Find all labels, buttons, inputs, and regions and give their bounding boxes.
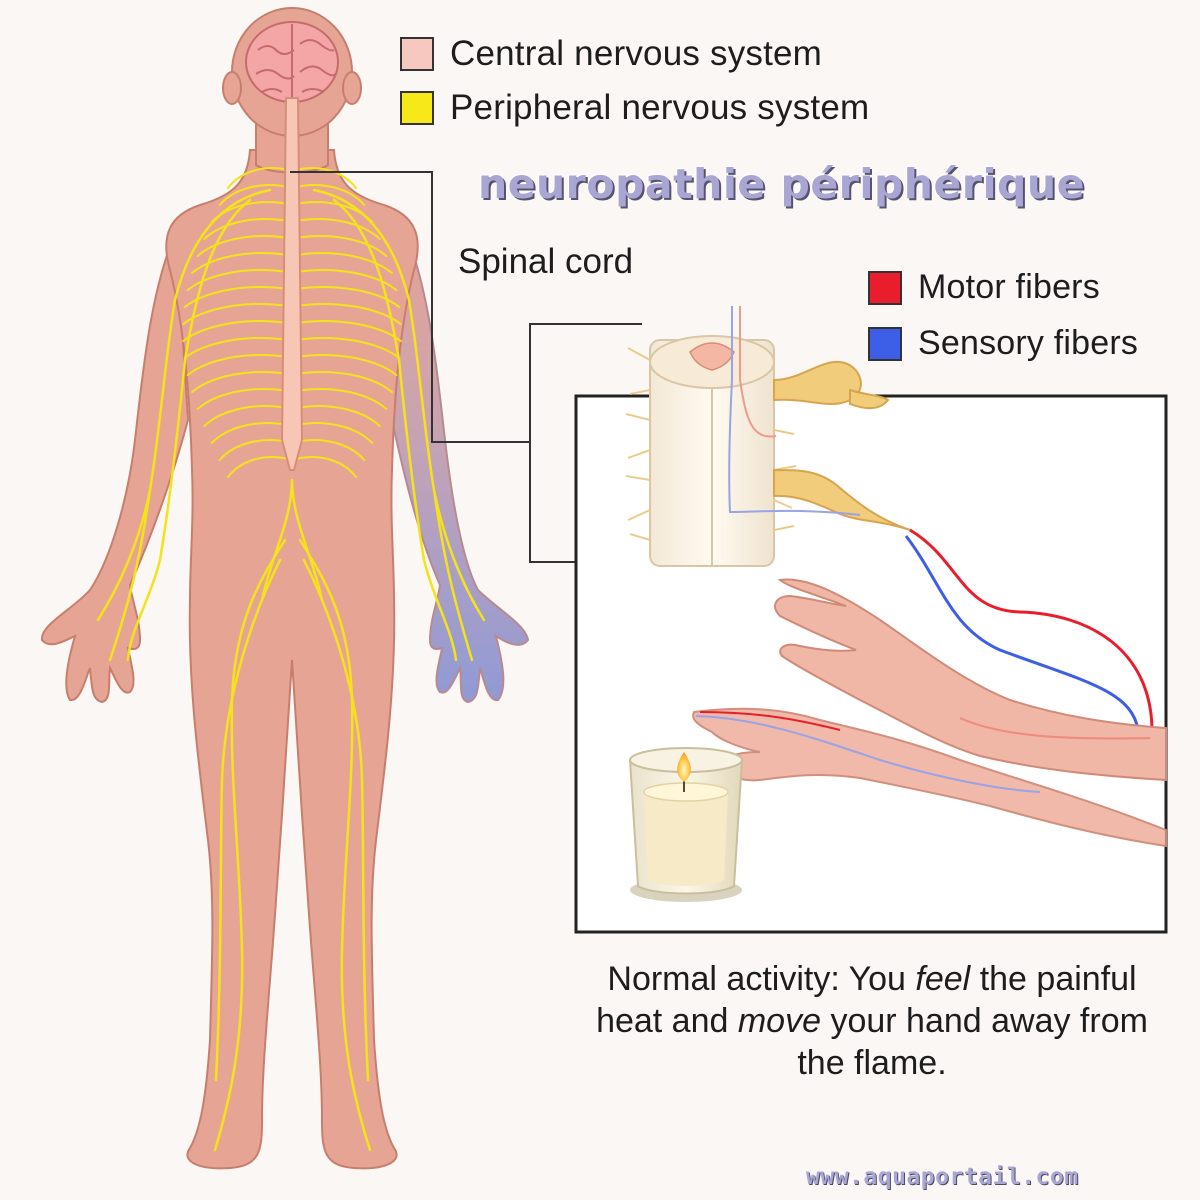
legend-sensory-label: Sensory fibers [918,324,1139,362]
rib-nerve-right [295,439,366,461]
right-arm-numb [390,231,530,704]
rib-nerve-left [191,371,289,393]
legend-motor: Motor fibers [868,268,1100,307]
left-arm [40,231,190,704]
motor-fiber-path [909,528,1154,729]
legend-cns-swatch [400,37,434,71]
rib-nerve-right [295,167,357,189]
legend-pns: Peripheral nervous system [400,88,869,128]
spinal-cord-connector-line [290,171,530,443]
reflex-caption: Normal activity: You feel the painful he… [578,958,1166,1084]
rib-nerve-right [295,201,374,223]
legend-motor-swatch [868,270,902,305]
spinal-cord-label: Spinal cord [458,242,634,281]
spinal-cord-body [280,97,304,471]
caption-text-3: your hand away from the flame. [797,1002,1148,1082]
rib-nerve-left [203,218,289,240]
rib-nerve-right [295,405,381,427]
peripheral-nerves [96,188,486,1152]
rib-nerve-left [182,320,289,342]
rib-nerve-right [295,184,366,206]
caption-text-2: the painful heat and [596,960,1137,1040]
rib-nerve-left [196,388,289,410]
left-ear [222,71,242,105]
rib-nerve-left [186,269,289,291]
right-ear [342,71,362,105]
rib-nerve-right [295,456,357,478]
rib-nerve-left [183,337,289,359]
rib-nerve-right [295,286,401,308]
brain [245,21,339,103]
rib-nerve-right [295,422,374,444]
rib-nerve-left [227,167,289,189]
caption-text-1: Normal activity: You [607,960,916,998]
rib-nerve-right [295,354,398,376]
rib-nerve-right [295,388,388,410]
rib-nerve-left [210,422,289,444]
legend-pns-swatch [400,91,434,125]
rib-nerve-right [295,320,402,342]
spinal-cord-segment [625,306,911,567]
watermark-title: neuropathie périphérique [478,160,1085,208]
intercostal-nerves [182,167,402,478]
rib-nerve-right [295,235,388,257]
rib-nerve-right [295,337,401,359]
caption-emphasis-feel: feel [915,960,971,998]
legend-sensory-swatch [868,326,902,361]
sensory-fiber-path [904,535,1140,731]
rib-nerve-right [295,252,393,274]
candle-in-glass [628,747,744,902]
legend-motor-label: Motor fibers [918,268,1100,306]
candle-flame [677,752,691,782]
rib-nerve-right [295,218,381,240]
legend-cns: Central nervous system [400,34,822,74]
rib-nerve-left [218,439,289,461]
rib-nerve-left [191,252,289,274]
rib-nerve-left [196,235,289,257]
legend-sensory: Sensory fibers [868,324,1138,363]
footer-url: www.aquaportail.com [806,1164,1079,1190]
rib-nerve-left [218,184,289,206]
lowered-hand [692,707,1167,848]
rib-nerve-left [203,405,289,427]
rib-nerve-right [295,371,393,393]
rib-nerve-left [182,303,289,325]
rib-nerve-right [295,269,398,291]
rib-nerve-left [186,354,289,376]
rib-nerve-right [295,303,402,325]
torso-and-legs [165,149,419,1170]
legend-cns-label: Central nervous system [450,34,823,73]
rib-nerve-left [210,201,289,223]
rib-nerve-left [227,456,289,478]
rib-nerve-left [183,286,289,308]
raised-hand [774,578,1167,782]
legend-pns-label: Peripheral nervous system [450,88,870,127]
caption-emphasis-move: move [737,1002,821,1040]
